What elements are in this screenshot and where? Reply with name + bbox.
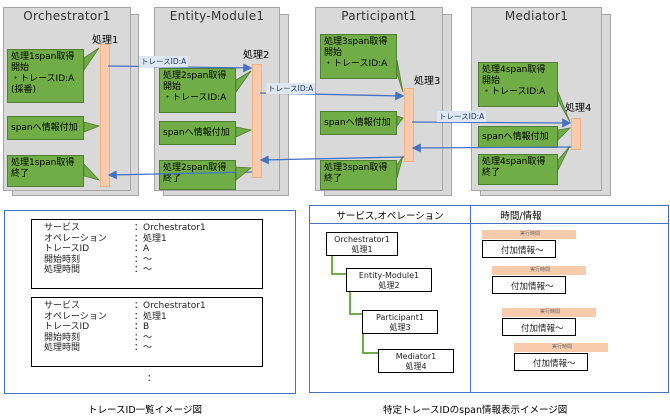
list-ellipsis: ：	[147, 374, 157, 384]
field-value: ：B	[134, 322, 150, 333]
service-title: Participant1	[341, 9, 417, 23]
tree-node-service: Participant1	[376, 313, 424, 322]
field-value: ：～	[134, 254, 153, 265]
execution-time-label: 実行時間	[552, 344, 573, 350]
tree-node-operation: 処理3	[389, 323, 411, 332]
span-start-box: 処理3span取得開始 ・トレースID:A	[320, 34, 397, 79]
span-start-box: 処理4span取得開始 ・トレースID:A	[478, 62, 558, 107]
field-key: トレースID	[44, 244, 90, 255]
trace-list-caption: トレースID一覧イメージ図	[88, 405, 202, 416]
execution-time-label: 実行時間	[530, 267, 551, 273]
process-bar	[252, 64, 262, 178]
tree-node-service: Orchestrator1	[334, 235, 390, 244]
process-bar	[404, 88, 414, 162]
span-detail-caption: 特定トレースIDのspan情報表示イメージ図	[383, 405, 568, 416]
field-value: ：～	[134, 265, 153, 276]
tree-node-operation: 処理1	[351, 245, 373, 254]
service-title: Mediator1	[504, 9, 569, 23]
return-arrow	[107, 170, 253, 180]
column-divider	[470, 206, 471, 392]
tree-connectors	[331, 248, 378, 354]
header-service-operation: サービス,オペレーション	[336, 211, 444, 222]
return-arrow	[411, 143, 572, 153]
field-key: トレースID	[44, 322, 90, 333]
header-divider	[310, 223, 668, 224]
flow-arrows	[83, 47, 572, 181]
step-label: 処理4	[565, 103, 592, 114]
field-value: ：A	[134, 244, 150, 255]
span-info-box: spanへ情報付加	[7, 116, 84, 140]
field-value: ：処理1	[134, 233, 167, 244]
call-arrow	[107, 63, 253, 73]
tree-node[interactable]: Mediator1 処理4	[378, 349, 454, 373]
field-key: オペレーション	[44, 233, 107, 244]
service-title: Entity-Module1	[169, 9, 265, 23]
field-key: オペレーション	[44, 311, 107, 322]
tree-node-service: Entity-Module1	[358, 271, 420, 280]
field-value: ：処理1	[134, 311, 167, 322]
call-arrow	[411, 118, 572, 128]
header-time-info: 時間/情報	[500, 211, 542, 222]
tree-node[interactable]: Entity-Module1 処理2	[346, 268, 432, 292]
span-detail-panel: サービス,オペレーション 時間/情報 Orchestrator1 処理1 Ent…	[309, 205, 669, 393]
field-value: ：Orchestrator1	[134, 301, 206, 311]
tree-node-operation: 処理4	[405, 362, 427, 371]
info-box[interactable]: 付加情報～	[514, 353, 588, 371]
trace-id-arrow-label: トレースID:A	[437, 111, 487, 122]
field-key: サービス	[44, 301, 81, 311]
process-bar	[100, 44, 110, 187]
trace-record: サービス：Orchestrator1 オペレーション：処理1 トレースID：A …	[31, 219, 263, 289]
step-label: 処理2	[243, 50, 270, 61]
span-start-box: 処理2span取得開始 ・トレースID:A	[159, 68, 236, 113]
trace-id-arrow-label: トレースID:A	[266, 83, 316, 94]
tree-node-service: Mediator1	[395, 352, 437, 361]
trace-list-panel: サービス：Orchestrator1 オペレーション：処理1 トレースID：A …	[4, 210, 296, 394]
info-box[interactable]: 付加情報～	[502, 318, 576, 336]
trace-id-arrow-label: トレースID:A	[139, 56, 189, 67]
tree-node-operation: 処理2	[378, 281, 400, 290]
span-start-box: 処理1span取得開始 ・トレースID:A (採番)	[7, 49, 84, 103]
execution-time-bar	[492, 266, 586, 275]
execution-time-bar	[482, 230, 576, 239]
service-title: Orchestrator1	[23, 9, 111, 23]
trace-record: サービス：Orchestrator1 オペレーション：処理1 トレースID：B …	[31, 297, 263, 367]
execution-time-bar	[514, 343, 608, 352]
span-end-box: 処理2span取得終了	[159, 160, 236, 190]
execution-time-label: 実行時間	[520, 231, 541, 237]
span-end-box: 処理4span取得終了	[478, 154, 558, 185]
span-info-box: spanへ情報付加	[159, 121, 236, 145]
field-key: サービス	[44, 223, 81, 233]
callout-pointers	[83, 47, 572, 181]
execution-time-bar	[502, 308, 596, 317]
field-key: 処理時間	[44, 343, 81, 354]
return-arrow	[259, 155, 405, 165]
span-end-box: 処理1span取得終了	[7, 155, 84, 187]
execution-time-label: 実行時間	[540, 309, 561, 315]
step-label: 処理1	[92, 35, 119, 46]
field-value: ：Orchestrator1	[134, 223, 206, 233]
process-bar	[571, 118, 581, 150]
field-key: 開始時刻	[44, 254, 81, 265]
field-key: 処理時間	[44, 265, 81, 276]
step-label: 処理3	[414, 76, 441, 87]
info-box[interactable]: 付加情報～	[482, 240, 556, 258]
tree-node[interactable]: Participant1 処理3	[362, 310, 438, 334]
field-value: ：～	[134, 332, 153, 343]
span-info-box: spanへ情報付加	[320, 111, 397, 135]
field-key: 開始時刻	[44, 332, 81, 343]
span-end-box: 処理3span取得終了	[320, 160, 397, 190]
info-box[interactable]: 付加情報～	[492, 276, 566, 294]
tree-node[interactable]: Orchestrator1 処理1	[326, 232, 398, 256]
field-value: ：～	[134, 343, 153, 354]
